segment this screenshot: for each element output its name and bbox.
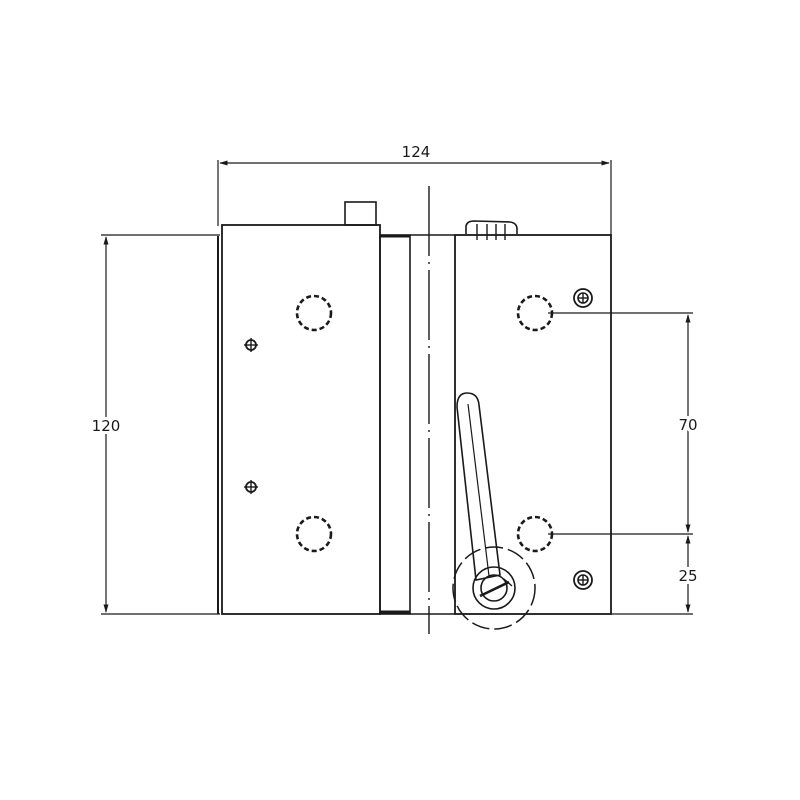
screw-mark-icon [244, 338, 258, 352]
dimension-width [217, 160, 612, 236]
dimension-hole-spacing-label: 70 [678, 416, 697, 434]
top-grip [465, 220, 518, 234]
mounting-hole-icon [295, 294, 333, 332]
dimension-hole-spacing [548, 312, 693, 615]
screw-icon [573, 570, 593, 590]
left-leaf [217, 201, 381, 615]
dimension-height [101, 234, 220, 615]
right-leaf [452, 220, 612, 630]
spring-arm [456, 392, 501, 581]
dimension-width-label: 124 [402, 143, 431, 161]
mounting-hole-icon [516, 294, 554, 332]
dimension-height-label: 120 [92, 417, 121, 435]
dimension-bottom-offset-label: 25 [678, 567, 697, 585]
roller-circle [452, 546, 536, 630]
screw-icon [573, 288, 593, 308]
mounting-hole-icon [295, 515, 333, 553]
mounting-hole-icon [516, 515, 554, 553]
screw-mark-icon [244, 480, 258, 494]
top-stub [344, 201, 377, 226]
center-knuckle [379, 186, 455, 634]
